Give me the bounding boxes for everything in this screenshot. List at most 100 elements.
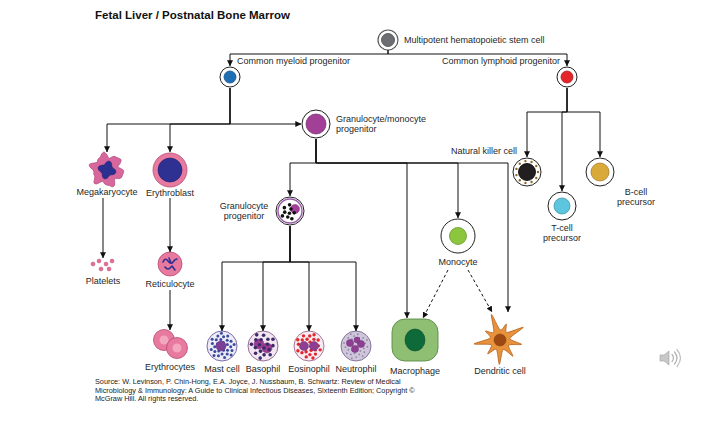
speaker-body: [660, 351, 669, 365]
cell-shape: [90, 258, 116, 272]
lineage-arrow: [230, 50, 388, 66]
cell-nucleus: [554, 198, 570, 214]
lineage-arrow: [527, 88, 567, 157]
granule: [210, 348, 213, 351]
red-cell-center: [160, 336, 169, 345]
cell-nucleus: [494, 334, 506, 346]
granule: [311, 356, 314, 359]
lineage-arrow: [103, 198, 104, 258]
granule: [262, 346, 266, 350]
cell-shape: [512, 157, 542, 187]
cell-nucleus: [346, 339, 353, 346]
cell-nucleus: [310, 342, 319, 351]
granule: [519, 179, 521, 181]
cell-node: B-cell precursor: [585, 157, 615, 187]
granule: [305, 338, 308, 341]
granule: [271, 344, 275, 348]
cell-drawing: [89, 152, 123, 187]
granule: [226, 339, 229, 342]
granule: [211, 342, 214, 345]
cell-label: Basophil: [238, 364, 288, 374]
cell-shape: [341, 331, 371, 361]
cell-label: Common lymphoid progenitor: [400, 56, 560, 66]
cell-label: Monocyte: [430, 257, 486, 267]
sound-wave: [677, 350, 681, 367]
cell-node: Multipotent hematopoietic stem cell: [378, 30, 398, 50]
cell-label: Natural killer cell: [450, 146, 518, 156]
cell-drawing: [586, 158, 614, 186]
granule: [271, 337, 275, 341]
cell-drawing: [248, 331, 278, 361]
cell-drawing: [474, 314, 523, 364]
granule: [351, 357, 353, 359]
lineage-arrow: [290, 226, 356, 331]
granule: [312, 338, 315, 341]
cell-shape: [151, 330, 189, 358]
cell-nucleus: [306, 114, 326, 134]
cell-nucleus: [98, 161, 116, 179]
cell-shape: [378, 30, 398, 50]
cell-label: Reticulocyte: [140, 279, 200, 289]
cell-node: Erythrocytes: [151, 330, 189, 358]
sound-wave: [672, 355, 674, 362]
cell-node: Eosinophil: [294, 331, 324, 361]
cell-drawing: [513, 158, 541, 186]
cell-node: Granulocyte progenitor: [275, 196, 305, 226]
cell-membrane: [294, 331, 324, 361]
granule: [530, 181, 532, 183]
cell-drawing: [392, 319, 438, 361]
granule: [286, 215, 290, 219]
cell-node: Reticulocyte: [140, 252, 200, 290]
lineage-arrow: [423, 270, 448, 318]
cell-node: Granulocyte/monocyte progenitor: [301, 109, 331, 139]
cell-label: Common myeloid progenitor: [237, 56, 377, 66]
cell-node: Natural killer cell: [512, 157, 542, 187]
cell-nucleus: [216, 341, 226, 351]
granule: [367, 346, 369, 348]
cell-membrane: [474, 314, 523, 364]
platelet: [99, 267, 103, 271]
granule: [211, 338, 214, 341]
granule: [217, 354, 220, 357]
connector-group: [103, 50, 600, 331]
cell-shape: [585, 157, 615, 187]
cell-nucleus: [561, 71, 573, 83]
granule: [226, 349, 229, 352]
cell-shape: [301, 109, 331, 139]
lineage-arrow: [388, 50, 567, 66]
cell-membrane: [248, 331, 278, 361]
cell-label: Multipotent hematopoietic stem cell: [404, 35, 604, 45]
granule: [308, 353, 311, 356]
diagram-title: Fetal Liver / Postnatal Bone Marrow: [95, 9, 290, 21]
granule: [230, 340, 233, 343]
lineage-arrow: [316, 139, 407, 318]
cell-node: Platelets: [90, 258, 116, 272]
granule: [358, 354, 360, 356]
platelet: [107, 267, 111, 271]
platelet: [97, 259, 101, 263]
cell-nucleus: [405, 329, 425, 351]
granule: [222, 335, 225, 338]
granule: [296, 338, 299, 341]
granule: [524, 182, 526, 184]
granule: [535, 165, 537, 167]
cell-membrane: [341, 331, 371, 361]
granule: [226, 353, 229, 356]
granule: [226, 335, 229, 338]
granule: [229, 345, 232, 348]
granule: [350, 354, 352, 356]
red-cell: [167, 338, 188, 359]
granule: [223, 356, 226, 359]
cell-drawing: [276, 197, 304, 225]
granule: [318, 348, 321, 351]
granule: [220, 332, 223, 335]
granule: [258, 356, 262, 360]
cell-node: Common lymphoid progenitor: [556, 66, 578, 88]
cell-nucleus: [591, 163, 609, 181]
granule: [302, 334, 305, 337]
cell-membrane: [513, 158, 541, 186]
granule: [226, 343, 229, 346]
lineage-arrow: [222, 226, 290, 331]
cell-drawing: [153, 153, 187, 187]
